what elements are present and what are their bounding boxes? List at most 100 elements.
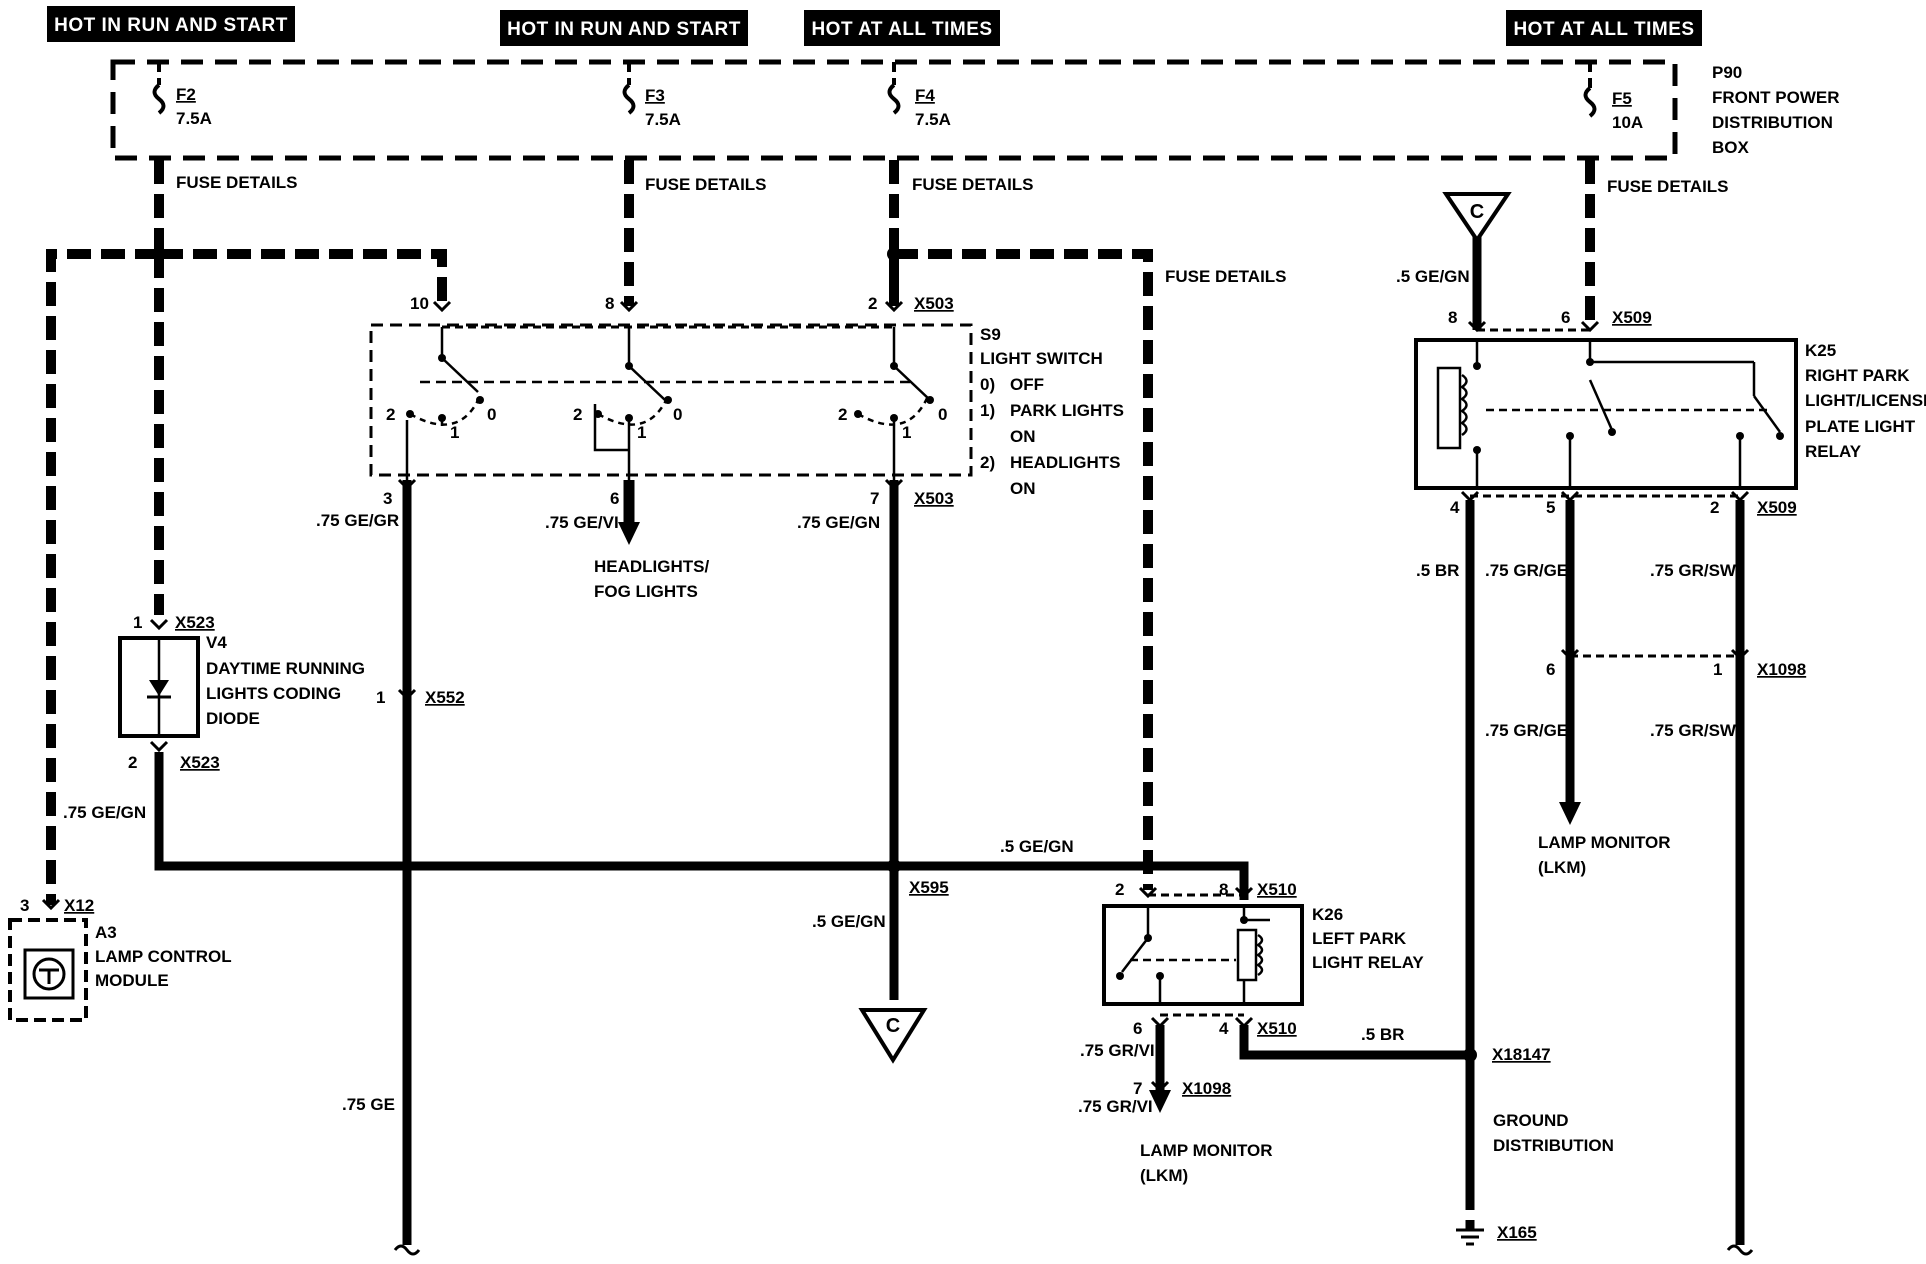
svg-text:1: 1 [450, 423, 459, 442]
light-switch-s9: 2 1 0 2 1 0 2 1 0 S9 LIGHT SWITCH 0) OFF… [369, 323, 1124, 498]
header-label-3: HOT AT ALL TIMES [811, 19, 992, 40]
s9-name: LIGHT SWITCH [980, 349, 1103, 368]
k26-box [1102, 904, 1304, 1006]
connector-x552: X552 [425, 688, 465, 707]
svg-text:.75 GE/GR: .75 GE/GR [316, 511, 399, 530]
fuse-f5-id: F5 [1612, 89, 1632, 108]
s9-p1-num: 1) [980, 401, 995, 420]
svg-text:1: 1 [902, 423, 911, 442]
svg-text:.5 GE/GN: .5 GE/GN [1000, 837, 1074, 856]
header-box-3 [804, 10, 1000, 46]
arrow-lkm-right [1559, 802, 1581, 825]
header-box-1 [47, 6, 295, 42]
relay-k25: K25 RIGHT PARK LIGHT/LICENSE PLATE LIGHT… [1414, 338, 1926, 490]
svg-text:3: 3 [383, 489, 392, 508]
p90-dashed-outline [110, 59, 1678, 161]
a3-l2: MODULE [95, 971, 169, 990]
svg-text:4: 4 [1450, 498, 1460, 517]
k25-l2: LIGHT/LICENSE [1805, 391, 1926, 410]
fuse-details-k26: FUSE DETAILS [1165, 267, 1287, 286]
wire-f2-right-branch [159, 249, 447, 306]
connector-x510-top: X510 [1257, 880, 1297, 899]
a3-inner-box [23, 948, 75, 1000]
svg-text:8: 8 [1219, 880, 1228, 899]
s9-p0-num: 0) [980, 375, 995, 394]
chev-x552 [397, 688, 417, 701]
svg-text:2: 2 [1115, 880, 1124, 899]
svg-text:2: 2 [868, 294, 877, 313]
ground-label-2: DISTRIBUTION [1493, 1136, 1614, 1155]
svg-text:4: 4 [1219, 1019, 1229, 1038]
chev-k25-8 [1467, 320, 1487, 333]
svg-text:.75 GR/GE: .75 GR/GE [1485, 561, 1568, 580]
s9-section-mid [593, 327, 670, 480]
wire-bus-to-k26-8 [1148, 861, 1249, 900]
svg-text:0: 0 [487, 405, 496, 424]
s9-id: S9 [980, 325, 1001, 344]
v4-l1: DAYTIME RUNNING [206, 659, 365, 678]
junction-f4 [887, 247, 901, 261]
svg-text:0: 0 [673, 405, 682, 424]
svg-text:2: 2 [573, 405, 582, 424]
header-label-2: HOT IN RUN AND START [507, 19, 741, 40]
svg-text:1: 1 [1713, 660, 1722, 679]
junction-dots [152, 247, 1477, 1062]
s9-contact-dots [406, 354, 934, 422]
svg-text:.75 GE/GN: .75 GE/GN [797, 513, 880, 532]
fuse-f4-id: F4 [915, 86, 935, 105]
connector-x1098-right: X1098 [1757, 660, 1806, 679]
chev-k26-4 [1234, 1016, 1254, 1029]
chev-v4-2 [149, 740, 169, 753]
chev-x1098-1 [1730, 648, 1750, 661]
wire-v4-to-bus [154, 752, 1148, 871]
connector-x1098-left: X1098 [1182, 1079, 1231, 1098]
fuse-f5-rating: 10A [1612, 113, 1643, 132]
s9-p1-text2: ON [1010, 427, 1036, 446]
junction-x18147 [1463, 1048, 1477, 1062]
junction-f2 [152, 247, 166, 261]
fuse-details-f2: FUSE DETAILS [176, 173, 298, 192]
svg-text:1: 1 [133, 613, 142, 632]
lamp-control-module-a3: A3 LAMP CONTROL MODULE [8, 918, 232, 1022]
fuse-labels: F2 7.5A F3 7.5A F4 7.5A F5 10A [176, 85, 1643, 132]
fuse-details-f3: FUSE DETAILS [645, 175, 767, 194]
svg-text:.5 GE/GN: .5 GE/GN [812, 912, 886, 931]
svg-text:10: 10 [410, 294, 429, 313]
fuse-f5-symbol [1583, 86, 1597, 118]
s9-p1-text: PARK LIGHTS [1010, 401, 1124, 420]
chev-x12 [41, 898, 61, 911]
break-75grsw [1726, 1244, 1754, 1256]
fuse-f2-symbol [152, 83, 166, 115]
svg-text:1: 1 [637, 423, 646, 442]
chev-s9-10 [432, 300, 452, 313]
wires [46, 160, 1745, 1245]
connector-dash-lines [442, 325, 1740, 1017]
header-box-4 [1506, 10, 1702, 46]
wire-code-labels: .75 GE/GR .75 GE/VI .75 GE/GN .75 GE/GN … [63, 267, 1737, 1116]
v4-l2: LIGHTS CODING [206, 684, 341, 703]
arrows [618, 522, 1581, 1113]
wire-k26-4 [1239, 1025, 1470, 1060]
connector-x523-bot: X523 [180, 753, 220, 772]
chev-v4-1 [149, 618, 169, 631]
junction-x595 [887, 859, 901, 873]
chev-x1098-6 [1560, 648, 1580, 661]
a3-module-icon [32, 957, 66, 991]
c-triangle-right [1442, 192, 1512, 244]
k26-id: K26 [1312, 905, 1343, 924]
fuse-f3-rating: 7.5A [645, 110, 681, 129]
svg-text:8: 8 [1448, 308, 1457, 327]
s9-dashed-outline [369, 323, 973, 477]
wire-f4-to-k26 [894, 249, 1153, 890]
p90-line1: FRONT POWER [1712, 88, 1840, 107]
svg-text:1: 1 [376, 688, 385, 707]
c-label-right: C [1470, 201, 1484, 223]
s9-p0-text: OFF [1010, 375, 1044, 394]
ground-symbol [1456, 1228, 1484, 1246]
lkm-right-label-2: (LKM) [1538, 858, 1586, 877]
fuse-f3-symbol [622, 83, 636, 115]
p90-line2: DISTRIBUTION [1712, 113, 1833, 132]
fuse-f4-rating: 7.5A [915, 110, 951, 129]
diode-v4: V4 DAYTIME RUNNING LIGHTS CODING DIODE [118, 633, 365, 738]
s9-position-labels: 2 1 0 2 1 0 2 1 0 [386, 405, 947, 442]
